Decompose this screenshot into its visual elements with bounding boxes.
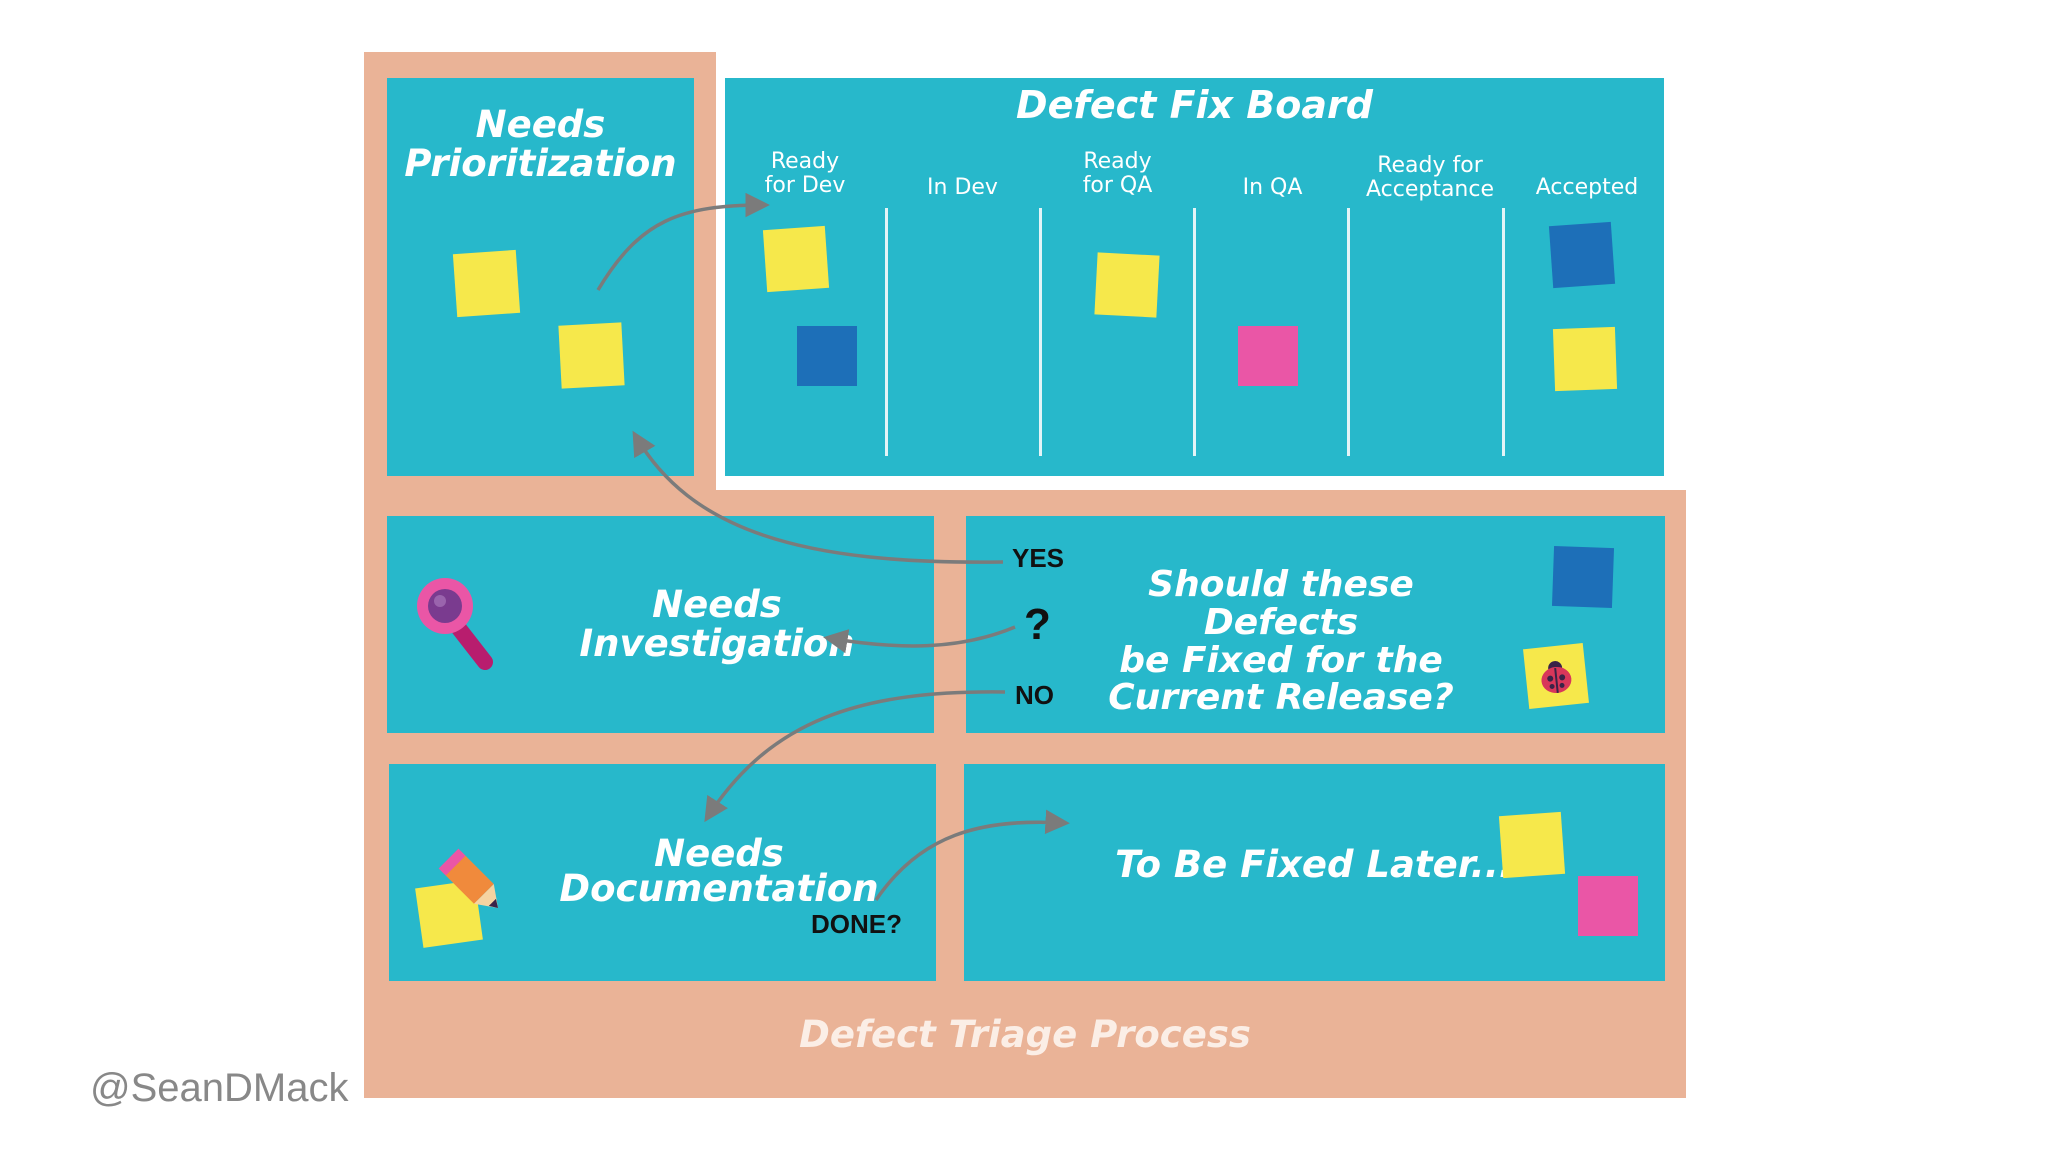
ladybug-icon [1541,661,1572,694]
defect-fix-board-title: Defect Fix Board [1016,83,1373,127]
arrow-maybe-to-investigation [823,625,1016,654]
column-divider [1502,208,1505,456]
column-divider [885,208,888,456]
yes-label: YES [1012,543,1065,573]
process-title: Defect Triage Process [799,1013,1251,1056]
arrow-yes-to-prioritization [632,430,1004,564]
magnifying-glass-icon [417,578,493,670]
author-handle: @SeanDMack [90,1066,349,1110]
column-accepted: Accepted [1535,175,1639,200]
column-in-dev: In Dev [927,175,998,200]
column-ready-for-dev: Ready for Dev [764,149,846,199]
needs-documentation-panel: Needs Documentation DONE? [389,764,936,981]
column-in-qa: In QA [1242,175,1303,200]
needs-prioritization-title: Needs Prioritization [404,103,677,185]
pencil-icon [438,848,499,909]
decision-panel: Should these Defects be Fixed for the Cu… [966,516,1665,733]
to-be-fixed-later-title: To Be Fixed Later... [1115,843,1513,886]
no-label: NO [1015,680,1054,710]
arrow-to-ready-for-dev [596,192,770,291]
needs-documentation-title: Needs Documentation [559,832,879,911]
column-ready-for-qa: Ready for QA [1082,149,1153,199]
column-divider [1193,208,1196,456]
arrow-done-to-fixed-later [874,809,1070,901]
question-mark-label: ? [1024,600,1051,649]
sticky-note-pink[interactable] [1578,876,1638,936]
done-label: DONE? [811,909,902,939]
sticky-note-pink[interactable] [1238,326,1298,386]
to-be-fixed-later-panel: To Be Fixed Later... [964,764,1665,981]
column-ready-for-acceptance: Ready for Acceptance [1365,153,1495,203]
sticky-note-blue[interactable] [797,326,857,386]
column-divider [1039,208,1042,456]
needs-prioritization-panel: Needs Prioritization [387,78,694,476]
decision-question: Should these Defects be Fixed for the Cu… [1108,564,1454,719]
sticky-note-yellow[interactable] [1523,643,1589,709]
needs-investigation-title: Needs Investigation [579,583,855,665]
defect-fix-board: Defect Fix Board Ready for Dev In Dev Re… [725,78,1664,476]
column-divider [1347,208,1350,456]
arrow-no-to-documentation [704,690,1006,823]
